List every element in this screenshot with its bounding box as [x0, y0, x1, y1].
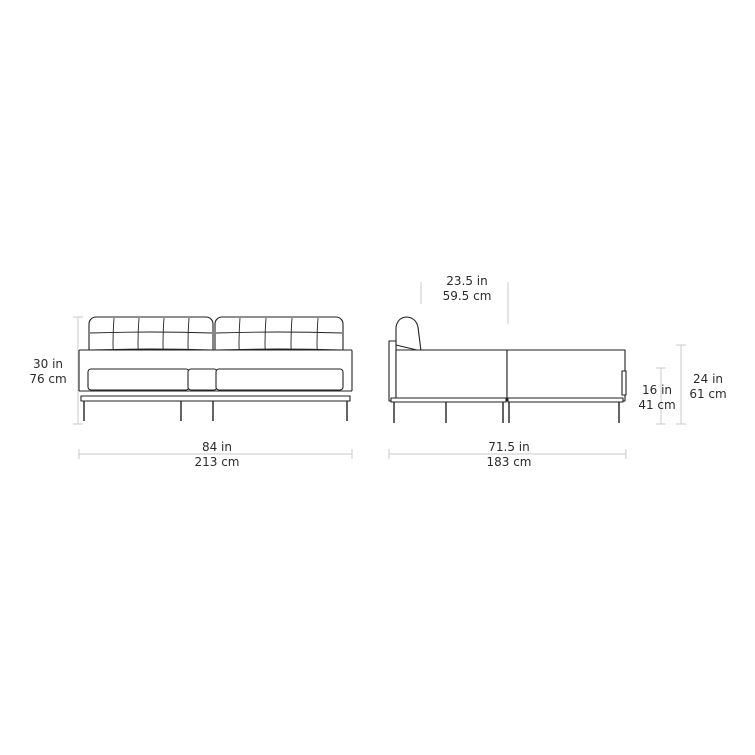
side-length-label: 71.5 in 183 cm: [486, 440, 531, 470]
side-depth-metric: 59.5 cm: [442, 289, 492, 303]
side-legs: [393, 402, 620, 423]
side-arm-height-imperial: 24 in: [692, 372, 724, 386]
front-seat-cushion-right: [215, 368, 344, 391]
front-width-metric: 213 cm: [194, 455, 240, 469]
side-length-metric: 183 cm: [486, 455, 532, 469]
side-length-imperial: 71.5 in: [488, 440, 530, 454]
front-width-dimension-line: [78, 449, 353, 459]
side-seat-height-metric: 41 cm: [638, 398, 676, 412]
front-width-imperial: 84 in: [201, 440, 233, 454]
side-body-section-2: [506, 349, 626, 402]
side-arm-height-dimension-line: [676, 344, 686, 425]
side-length-dimension-line: [388, 449, 627, 459]
front-height-metric: 76 cm: [29, 372, 67, 386]
front-height-label: 30 in 76 cm: [29, 357, 66, 387]
side-end-detail: [621, 370, 627, 396]
side-seat-height-label: 16 in 41 cm: [638, 383, 675, 413]
front-view-sofa: [78, 316, 353, 421]
side-body-section-1: [395, 349, 508, 402]
side-depth-imperial: 23.5 in: [446, 274, 488, 288]
side-base-rail-2: [507, 397, 624, 403]
side-seat-height-dimension-line: [656, 367, 666, 425]
side-arm-height-label: 24 in 61 cm: [689, 372, 726, 402]
front-seat-cushion-left: [87, 368, 190, 391]
front-seat-cushion-middle: [187, 368, 218, 391]
front-height-imperial: 30 in: [32, 357, 64, 371]
side-depth-label: 23.5 in 59.5 cm: [443, 274, 492, 304]
front-height-dimension-line: [73, 316, 83, 425]
side-base-rail-1: [390, 397, 507, 403]
side-view-sofa: [388, 316, 627, 423]
front-base-rail: [80, 395, 351, 402]
side-arm-back: [388, 340, 397, 402]
side-seat-height-imperial: 16 in: [641, 383, 673, 397]
front-legs: [83, 401, 348, 421]
side-arm-height-metric: 61 cm: [689, 387, 727, 401]
side-back-cushion: [395, 316, 422, 352]
side-depth-dimension-line: [420, 282, 509, 324]
front-width-label: 84 in 213 cm: [194, 440, 239, 470]
